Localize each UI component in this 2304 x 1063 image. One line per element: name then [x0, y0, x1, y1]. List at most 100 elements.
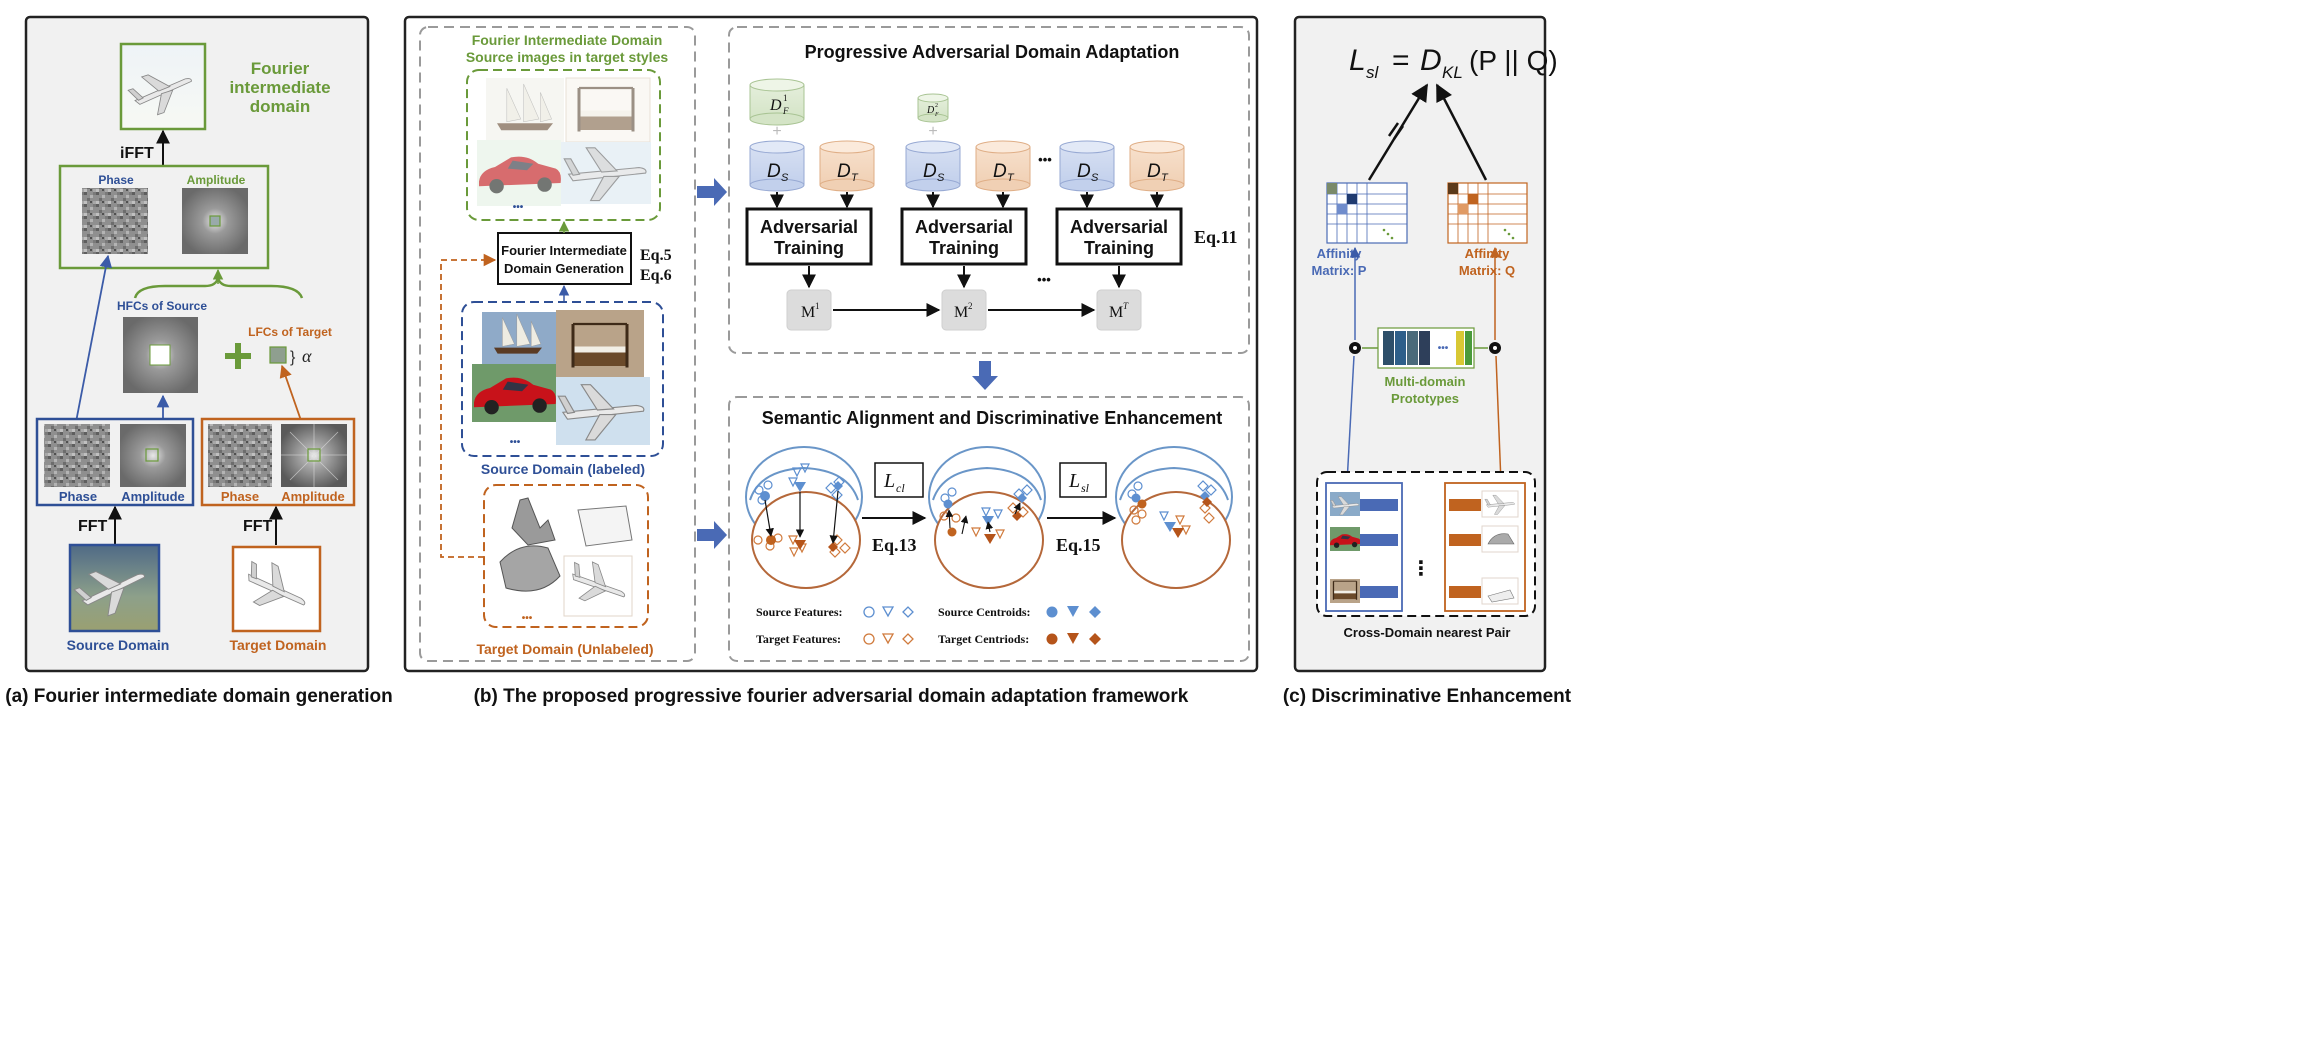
dt-sub-1: T: [851, 172, 859, 184]
eq5-label: Eq.5: [640, 247, 672, 264]
svg-text:+: +: [772, 123, 781, 140]
m1-label: M: [801, 304, 815, 321]
dt-label-2: D: [993, 161, 1007, 182]
m2-sup: 2: [968, 301, 973, 311]
prototype-bank: [1377, 327, 1475, 369]
target-phase-image: [208, 424, 272, 487]
adv-dots: •••: [1037, 272, 1051, 287]
dt-sub-3: T: [1161, 172, 1169, 184]
lcl-sub: cl: [896, 481, 905, 495]
dt-cylinder-2: [975, 140, 1031, 192]
adversarial-box-3[interactable]: [1055, 207, 1183, 266]
mt-label: M: [1109, 304, 1123, 321]
mixed-phase-label: Phase: [98, 173, 134, 187]
adversarial-box-1[interactable]: [745, 207, 873, 266]
formula-d-sub: KL: [1442, 63, 1463, 82]
sade-panel: [728, 396, 1250, 662]
eq11-label: Eq.11: [1194, 227, 1238, 247]
formula-l-sub: sl: [1366, 63, 1380, 82]
ds-label-3: D: [1077, 161, 1091, 182]
ds-cylinder-2: [905, 140, 961, 192]
legend-target-centroids: Target Centriods:: [938, 632, 1029, 646]
prototype-dots: •••: [1438, 343, 1449, 354]
source-amplitude-image: [120, 424, 186, 487]
cylinder-dots: •••: [1038, 152, 1052, 167]
legend-target-feature-marks: [863, 633, 914, 645]
adv-3-line2: Training: [1084, 238, 1154, 258]
adv-1-line2: Training: [774, 238, 844, 258]
lcl-main: L: [883, 470, 895, 492]
affinity-q-1: Affinity: [1465, 246, 1511, 261]
lsl-sub: sl: [1081, 481, 1090, 495]
adv-2-line2: Training: [929, 238, 999, 258]
affinity-p-2: Matrix: P: [1312, 263, 1367, 278]
target-to-fid-dashed-arrow: [440, 253, 497, 558]
ds-sub-1: S: [781, 172, 789, 184]
source-amplitude-label: Amplitude: [121, 489, 185, 504]
pair-row-3: [1330, 577, 1519, 605]
fid-gen-2: Domain Generation: [504, 261, 624, 276]
alpha-label: α: [302, 346, 312, 366]
ds-label-2: D: [923, 161, 937, 182]
prototypes-1: Multi-domain: [1385, 374, 1466, 389]
pada-to-sade-arrow: [972, 361, 998, 390]
fourier-heading-1: Fourier: [251, 59, 310, 78]
caption-c: (c) Discriminative Enhancement: [1283, 686, 1572, 707]
legend-source-centroids: Source Centroids:: [938, 605, 1031, 619]
formula-d: D: [1420, 44, 1442, 77]
caption-a: (a) Fourier intermediate domain generati…: [5, 686, 392, 707]
q-to-formula-arrow: [1435, 83, 1488, 181]
phase-to-mixed-arrow: [75, 254, 113, 423]
lsl-main: L: [1068, 470, 1080, 492]
pair-label: Cross-Domain nearest Pair: [1344, 625, 1511, 640]
to-sade-arrow: [697, 521, 727, 549]
df2-cylinder: [917, 93, 949, 123]
to-pada-arrow: [697, 178, 727, 206]
lsl-box: [1059, 462, 1107, 498]
model-box-1: [786, 289, 832, 331]
model-box-2: [941, 289, 987, 331]
fourier-heading-2: intermediate: [229, 78, 330, 97]
legend-source-feature-marks: [863, 606, 914, 618]
dt-label-1: D: [837, 161, 851, 182]
adv-2-line1: Adversarial: [915, 217, 1013, 237]
adversarial-box-2[interactable]: [900, 207, 1028, 266]
fid-ellipsis: •••: [513, 202, 524, 213]
df1-sub: F: [782, 106, 789, 116]
scatter-after: [1115, 446, 1233, 589]
fid-gen-1: Fourier Intermediate: [501, 243, 627, 258]
legend-target-features: Target Features:: [756, 632, 841, 646]
dt-sub-2: T: [1007, 172, 1015, 184]
m2-label: M: [954, 304, 968, 321]
df2-sup: 2: [935, 103, 938, 109]
fft-label-source: FFT: [78, 518, 108, 535]
df1-label: D: [769, 97, 782, 114]
scatter-before: [745, 446, 863, 589]
model-box-t: [1096, 289, 1142, 331]
pair-vertical-dots: ⋮: [1411, 558, 1431, 580]
svg-text:+: +: [928, 123, 937, 140]
target-amplitude-label: Amplitude: [281, 489, 345, 504]
dt-label-3: D: [1147, 161, 1161, 182]
pair-row-2: [1330, 525, 1519, 553]
dt-cylinder-3: [1129, 140, 1185, 192]
legend-source-features: Source Features:: [756, 605, 843, 619]
dt-cylinder-1: [819, 140, 875, 192]
eq6-label: Eq.6: [640, 267, 672, 284]
formula-args: (P || Q): [1469, 45, 1558, 76]
pada-title: Progressive Adversarial Domain Adaptatio…: [805, 42, 1180, 62]
affinity-matrix-q: [1447, 182, 1528, 244]
plus-icon: [225, 343, 251, 369]
source-phase-label: Phase: [59, 489, 97, 504]
formula-eq: =: [1392, 44, 1410, 77]
sade-title: Semantic Alignment and Discriminative En…: [762, 408, 1222, 428]
legend-source-centroid-marks: [1046, 606, 1101, 618]
fid-generation-box[interactable]: [497, 232, 632, 285]
legend-target-centroid-marks: [1046, 633, 1101, 645]
mixed-amplitude-label: Amplitude: [187, 173, 246, 187]
mt-sup: T: [1123, 301, 1129, 311]
fid-title-2: Source images in target styles: [466, 49, 669, 65]
caption-b: (b) The proposed progressive fourier adv…: [474, 686, 1189, 707]
df2-sub: F: [934, 112, 939, 118]
